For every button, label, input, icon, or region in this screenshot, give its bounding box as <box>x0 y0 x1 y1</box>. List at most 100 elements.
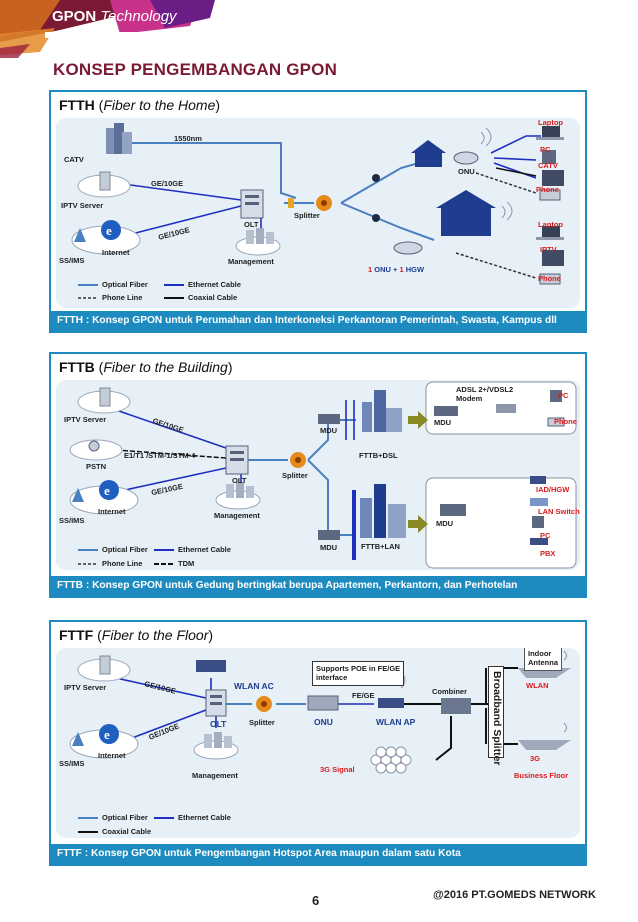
fttb-mdu2-label: MDU <box>320 543 338 552</box>
fttf-onu-label: ONU <box>314 717 333 727</box>
fttf-legend-coax: Coaxial Cable <box>102 827 152 836</box>
splitter-icon <box>290 452 306 468</box>
fttf-poe-callout: Supports POE in FE/GE interface <box>312 661 405 686</box>
splitter-icon <box>256 696 272 712</box>
ftth-laptop1-label: Laptop <box>538 118 563 127</box>
fttf-indoor-callout: Indoor Antenna <box>524 648 562 671</box>
iptv-server-icon <box>77 655 131 682</box>
modem-icon <box>496 404 516 413</box>
onu-icon <box>307 695 339 711</box>
ftth-catv-label: CATV <box>64 155 84 164</box>
fttf-wlan-ac-label: WLAN AC <box>234 681 274 691</box>
svg-text:e: e <box>106 223 112 238</box>
fttb-pc2-label: PC <box>540 531 551 540</box>
laptop-icon-2 <box>542 226 560 237</box>
fttb-management-label: Management <box>214 511 260 520</box>
fttb-lan-building-icon <box>352 484 406 560</box>
pstn-icon <box>69 439 123 461</box>
fttb-iad-label: IAD/HGW <box>536 485 570 494</box>
fttf-combiner-label: Combiner <box>432 687 468 696</box>
fttf-title-italic: Fiber to the Floor <box>101 627 209 643</box>
fttf-panel: FTTF (Fiber to the Floor) <box>49 620 587 866</box>
fttf-3g-signal-label: 3G Signal <box>320 765 355 774</box>
fttf-management-label: Management <box>192 771 238 780</box>
internet-icon: e <box>71 220 141 255</box>
header-brand-bold: GPON <box>52 8 97 25</box>
fttb-diagram: e <box>56 380 580 570</box>
fttb-adsl-label: ADSL 2+/VDSL2 <box>456 385 514 394</box>
fttf-wlan-ap-label: WLAN AP <box>376 717 416 727</box>
ftth-title: FTTH (Fiber to the Home) <box>59 97 221 113</box>
fttf-ssims-label: SS/IMS <box>59 759 85 768</box>
ftth-legend-ethernet: Ethernet Cable <box>188 280 241 289</box>
copyright-text: @2016 PT.GOMEDS NETWORK <box>433 889 596 901</box>
lan-switch-icon <box>530 498 548 506</box>
ftth-legend-coax: Coaxial Cable <box>188 293 238 302</box>
fttb-panel: FTTB (Fiber to the Building) <box>49 352 587 598</box>
fttb-phone1-label: Phone <box>554 417 577 426</box>
phone-icon <box>547 417 565 427</box>
internet-icon: e <box>69 724 139 759</box>
ftth-legend-optical: Optical Fiber <box>102 280 148 289</box>
fttb-network-graphic: e <box>69 381 577 569</box>
ftth-network-graphic: e <box>71 123 564 299</box>
fttb-mdu4-label: MDU <box>436 519 454 528</box>
fttf-caption: FTTF : Konsep GPON untuk Pengembangan Ho… <box>51 844 585 864</box>
header-graphic <box>0 0 215 58</box>
catv-building-icon <box>106 123 132 154</box>
fttb-legend-ethernet: Ethernet Cable <box>178 545 231 554</box>
fttf-title-bold: FTTF <box>59 627 94 643</box>
internet-icon: e <box>69 480 139 515</box>
pc-icon-2 <box>532 516 544 528</box>
fttb-legend-tdm: TDM <box>178 559 195 568</box>
fttb-e1-label: E1/T1 /STM-1/STM-4 <box>124 451 196 460</box>
ftth-diagram: e <box>56 118 580 308</box>
fttf-network-graphic: e <box>69 650 571 833</box>
fttf-indoor-line2: Antenna <box>528 658 558 668</box>
fttb-caption: FTTB : Konsep GPON untuk Gedung bertingk… <box>51 576 585 596</box>
phone-icon-2 <box>539 273 561 285</box>
fttf-title: FTTF (Fiber to the Floor) <box>59 627 214 643</box>
management-icon <box>193 732 239 760</box>
header-banner: GPON Technology <box>0 0 638 58</box>
arrow-icon-2 <box>408 515 428 533</box>
ftth-ssims-label: SS/IMS <box>59 256 85 265</box>
fttb-title-bold: FTTB <box>59 359 95 375</box>
fttb-pc1-label: PC <box>558 391 569 400</box>
ftth-ge1-label: GE/10GE <box>151 179 184 188</box>
ftth-onu-label: ONU <box>458 167 475 176</box>
ftth-splitter-label: Splitter <box>294 211 320 220</box>
mdu-icon-3 <box>434 406 458 416</box>
fttf-olt-label: OLT <box>210 719 227 729</box>
fttb-olt-label: OLT <box>232 476 247 485</box>
broadband-splitter-box: Broadband Splitter <box>488 666 504 766</box>
fttb-legend-phone: Phone Line <box>102 559 143 568</box>
pc-icon <box>542 150 556 164</box>
page-title: KONSEP PENGEMBANGAN GPON <box>53 60 338 79</box>
fttf-wlan-label: WLAN <box>526 681 549 690</box>
fttf-broadband-label: Broadband Splitter <box>491 671 503 766</box>
catv-tv-icon <box>542 170 564 186</box>
fttb-legend-optical: Optical Fiber <box>102 545 148 554</box>
mdu-icon <box>318 414 340 424</box>
olt-icon <box>240 189 264 219</box>
ftth-nm-label: 1550nm <box>174 134 202 143</box>
wlan-ap-icon <box>378 698 404 708</box>
iad-hgw-icon <box>530 476 546 484</box>
fttb-mdu1-label: MDU <box>320 426 338 435</box>
fttf-legend-ethernet: Ethernet Cable <box>178 813 231 822</box>
header-brand-sub: Technology <box>100 8 177 25</box>
ftth-caption: FTTH : Konsep GPON untuk Perumahan dan I… <box>51 311 585 331</box>
pbx-icon <box>530 538 548 545</box>
olt-icon <box>225 445 249 475</box>
fttf-internet-label: Internet <box>98 751 126 760</box>
fttf-splitter-label: Splitter <box>249 718 275 727</box>
svg-text:e: e <box>104 483 110 498</box>
phone-icon <box>539 189 561 201</box>
ftth-phone1-label: Phone <box>536 185 559 194</box>
ftth-hgw-label: 1 ONU + 1 HGW <box>368 265 425 274</box>
wlan-ac-icon <box>196 660 226 672</box>
fttf-business-floor-label: Business Floor <box>514 771 569 780</box>
management-icon <box>235 228 281 256</box>
ftth-pc1-label: PC <box>540 145 551 154</box>
